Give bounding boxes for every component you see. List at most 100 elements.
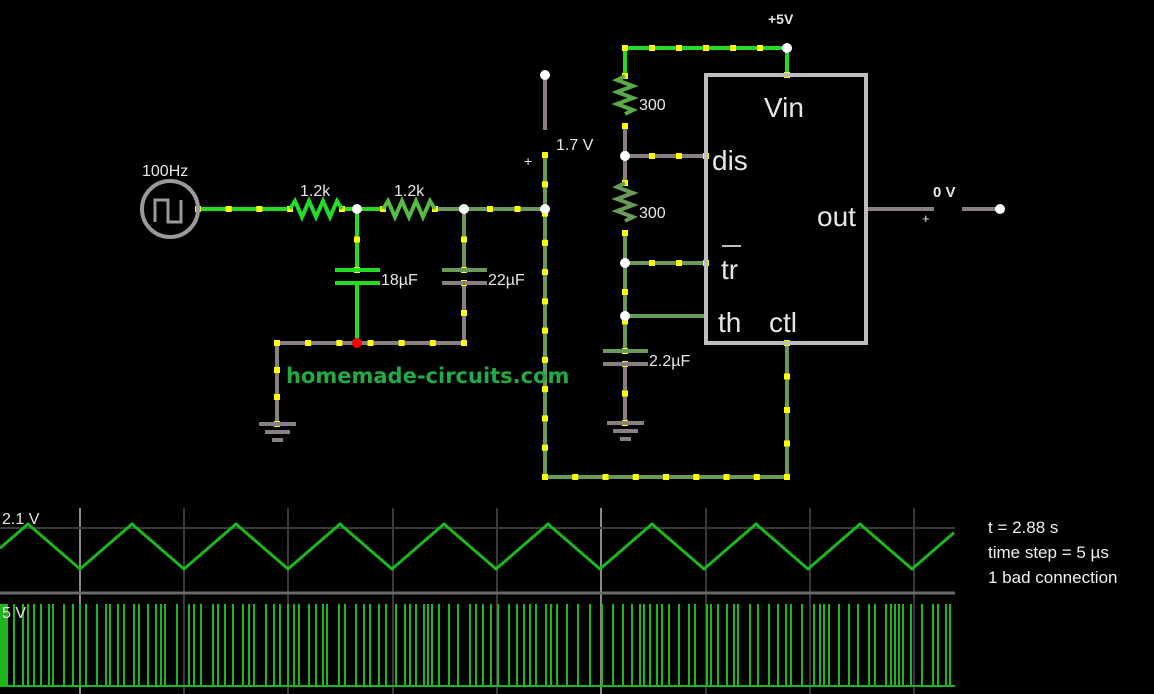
current-dot — [542, 474, 548, 480]
scope-panel[interactable] — [0, 508, 955, 694]
c1-label: 18µF — [381, 272, 418, 289]
pin-dis: dis — [712, 145, 748, 176]
c2-label: 22µF — [488, 272, 525, 289]
current-dot — [305, 340, 312, 346]
pin-out: out — [817, 201, 856, 232]
current-dot — [461, 236, 467, 243]
current-dot — [703, 45, 709, 51]
rb-label: 300 — [639, 205, 666, 222]
current-dot — [367, 340, 374, 346]
ground-icon — [259, 422, 296, 442]
supply-label: +5V — [768, 11, 794, 27]
current-dot — [429, 340, 436, 346]
ra-label: 300 — [639, 97, 666, 114]
node-dot[interactable] — [540, 204, 550, 214]
pin-th: th — [718, 307, 741, 338]
current-dot — [542, 298, 548, 305]
pin-tr: tr — [721, 254, 738, 285]
current-dot — [784, 474, 790, 480]
current-dot — [649, 153, 655, 159]
pulse — [0, 604, 8, 686]
ic-555[interactable] — [704, 73, 868, 345]
current-dot — [622, 289, 628, 295]
current-dot — [572, 474, 579, 480]
wire[interactable] — [275, 283, 466, 424]
node-dot[interactable] — [540, 70, 550, 80]
current-dot — [622, 123, 628, 129]
square-wave-icon — [153, 198, 183, 224]
pin-vin: Vin — [764, 92, 804, 123]
current-dot — [622, 318, 628, 325]
current-dot — [256, 206, 263, 212]
current-dot — [622, 390, 628, 397]
current-dot — [461, 310, 467, 316]
scope-upper-label: 2.1 V — [2, 511, 40, 528]
status-panel: t = 2.88 s time step = 5 µs 1 bad connec… — [988, 515, 1118, 590]
current-dot — [676, 45, 682, 51]
source-circle — [140, 179, 200, 239]
r2-label: 1.2k — [394, 183, 425, 200]
scope-lower-label: 5 V — [2, 605, 26, 622]
current-dot — [693, 474, 700, 480]
nodes — [352, 43, 1005, 348]
r1-label: 1.2k — [300, 183, 331, 200]
current-dot — [514, 206, 521, 212]
current-dot — [602, 474, 609, 480]
ground-icon — [607, 421, 644, 441]
current-dot — [542, 356, 548, 363]
resistor-r2[interactable] — [381, 196, 437, 222]
ct-label: 2.2µF — [649, 353, 690, 370]
current-dot — [663, 474, 669, 480]
pin-ctl: ctl — [769, 307, 797, 338]
capacitor-ct[interactable] — [603, 349, 648, 366]
current-dot — [784, 407, 790, 413]
current-dot — [784, 440, 790, 447]
current-dot — [649, 45, 655, 51]
resistor-r1[interactable] — [288, 196, 344, 222]
triangle-trace — [0, 522, 955, 571]
bad-connection-node[interactable] — [352, 338, 362, 348]
current-dot — [723, 474, 730, 480]
current-dot — [622, 45, 628, 51]
current-dot — [225, 206, 232, 212]
current-dot — [542, 415, 548, 422]
node-dot[interactable] — [620, 258, 630, 268]
time-step: time step = 5 µs — [988, 543, 1109, 562]
node-dot[interactable] — [620, 311, 630, 321]
ac-source[interactable] — [140, 179, 200, 239]
node-dot[interactable] — [459, 204, 469, 214]
current-dot — [274, 340, 280, 346]
current-dot — [542, 386, 548, 393]
current-dot — [632, 474, 639, 480]
node-dot[interactable] — [352, 204, 362, 214]
current-dot — [757, 45, 763, 51]
watermark: homemade-circuits.com — [286, 364, 569, 388]
voltmeter-plus: + — [524, 153, 532, 169]
resistor-ra[interactable] — [611, 74, 639, 116]
current-dot — [542, 181, 548, 188]
current-dot — [336, 340, 343, 346]
current-dot — [622, 230, 628, 236]
wire[interactable] — [623, 46, 789, 76]
node-dot[interactable] — [620, 151, 630, 161]
node-dot[interactable] — [782, 43, 792, 53]
current-dot — [730, 45, 736, 51]
source-frequency-label: 100Hz — [142, 163, 188, 180]
sim-time: t = 2.88 s — [988, 518, 1059, 537]
capacitor-c2[interactable] — [442, 268, 487, 285]
current-dot — [542, 269, 548, 276]
resistor-rb[interactable] — [611, 181, 639, 223]
node-dot[interactable] — [995, 204, 1005, 214]
bad-connection-warning: 1 bad connection — [988, 568, 1118, 587]
current-dot — [542, 239, 548, 246]
current-dot — [487, 206, 493, 212]
current-dot — [753, 474, 760, 480]
capacitor-c1[interactable] — [335, 268, 380, 285]
current-dot — [274, 394, 280, 400]
current-dot — [542, 327, 548, 334]
output-reading: 0 V — [933, 184, 956, 201]
current-dot — [398, 340, 405, 346]
current-dot — [676, 153, 682, 159]
current-dot — [542, 152, 548, 158]
